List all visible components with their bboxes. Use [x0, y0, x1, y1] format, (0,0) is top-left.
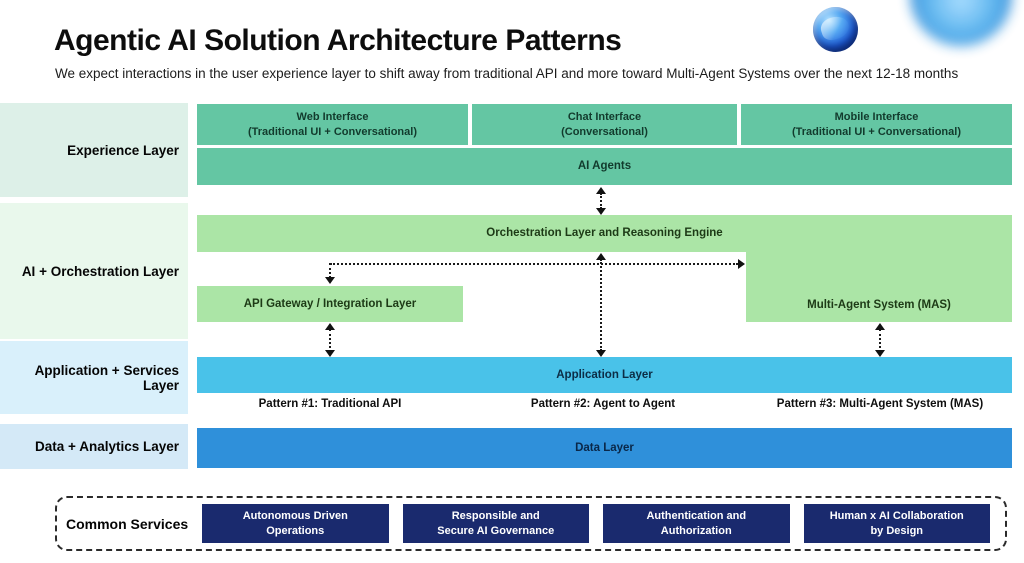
chat-interface-subtitle: (Conversational)	[561, 125, 648, 138]
arrow-agents-orchestration-line	[600, 193, 602, 209]
web-interface-subtitle: (Traditional UI + Conversational)	[247, 125, 417, 138]
arrow-orchestration-application-up-icon	[596, 253, 606, 260]
arrow-orchestration-application-down-icon	[596, 350, 606, 357]
row-label-data-analytics-layer: Data + Analytics Layer	[0, 424, 188, 469]
pattern-1-label: Pattern #1: Traditional API	[258, 398, 402, 410]
autonomous-operations-line1: Autonomous Driven	[242, 510, 348, 523]
authentication-authorization-line2: Authorization	[660, 524, 732, 537]
mobile-interface-title: Mobile Interface	[834, 111, 919, 124]
brand-logo-orb-icon	[813, 7, 858, 52]
box-authentication-authorization: Authentication and Authorization	[603, 504, 790, 543]
row-label-ai-orchestration-layer: AI + Orchestration Layer	[0, 203, 188, 339]
link-orchestration-mas-line	[330, 263, 738, 265]
box-chat-interface: Chat Interface (Conversational)	[472, 104, 737, 145]
arrow-gateway-application-down-icon	[325, 350, 335, 357]
box-web-interface: Web Interface (Traditional UI + Conversa…	[197, 104, 468, 145]
arrow-gateway-application-line	[329, 329, 331, 352]
common-services-label: Common Services	[66, 515, 189, 532]
link-api-gateway-arrowhead-icon	[325, 277, 335, 284]
box-multi-agent-system: Multi-Agent System (MAS)	[746, 252, 1012, 322]
autonomous-operations-line2: Operations	[266, 524, 325, 537]
responsible-governance-line1: Responsible and	[451, 510, 540, 523]
chat-interface-title: Chat Interface	[567, 111, 642, 124]
api-gateway-label: API Gateway / Integration Layer	[243, 297, 417, 310]
arrow-agents-orchestration-down-icon	[596, 208, 606, 215]
arrow-agents-orchestration-up-icon	[596, 187, 606, 194]
data-analytics-layer-label: Data + Analytics Layer	[35, 439, 179, 454]
row-label-application-services-layer: Application + Services Layer	[0, 341, 188, 414]
decorative-blurred-orb	[910, 0, 1012, 46]
pattern-3-label: Pattern #3: Multi-Agent System (MAS)	[776, 398, 984, 410]
arrow-gateway-application-up-icon	[325, 323, 335, 330]
application-layer-label: Application Layer	[556, 368, 653, 381]
pattern-2-label: Pattern #2: Agent to Agent	[530, 398, 676, 410]
link-mas-arrowhead-icon	[738, 259, 745, 269]
arrow-mas-application-down-icon	[875, 350, 885, 357]
experience-layer-label: Experience Layer	[67, 142, 179, 158]
authentication-authorization-line1: Authentication and	[646, 510, 747, 523]
orchestration-engine-label: Orchestration Layer and Reasoning Engine	[486, 227, 723, 240]
box-mobile-interface: Mobile Interface (Traditional UI + Conve…	[741, 104, 1012, 145]
arrow-mas-application-line	[879, 329, 881, 352]
box-data-layer: Data Layer	[197, 428, 1012, 468]
human-ai-collaboration-line2: by Design	[870, 524, 924, 537]
link-api-gateway-stub-line	[329, 263, 331, 278]
common-services-boxes: Autonomous Driven Operations Responsible…	[202, 504, 990, 543]
box-application-layer: Application Layer	[197, 357, 1012, 393]
box-autonomous-operations: Autonomous Driven Operations	[202, 504, 389, 543]
logo-swirl-highlight	[818, 13, 852, 43]
page-title: Agentic AI Solution Architecture Pattern…	[54, 24, 622, 57]
mobile-interface-subtitle: (Traditional UI + Conversational)	[791, 125, 961, 138]
data-layer-label: Data Layer	[575, 441, 634, 454]
web-interface-title: Web Interface	[296, 111, 369, 124]
box-responsible-governance: Responsible and Secure AI Governance	[402, 504, 589, 543]
ai-agents-label: AI Agents	[577, 160, 632, 173]
row-label-experience-layer: Experience Layer	[0, 103, 188, 197]
box-orchestration-engine: Orchestration Layer and Reasoning Engine	[197, 215, 1012, 252]
multi-agent-system-label: Multi-Agent System (MAS)	[807, 299, 951, 312]
arrow-orchestration-application-line	[600, 259, 602, 351]
box-human-ai-collaboration: Human x AI Collaboration by Design	[803, 504, 990, 543]
box-ai-agents: AI Agents	[197, 148, 1012, 185]
page-subtitle: We expect interactions in the user exper…	[55, 66, 959, 81]
box-api-gateway: API Gateway / Integration Layer	[197, 286, 463, 322]
ai-orchestration-layer-label: AI + Orchestration Layer	[21, 263, 179, 279]
application-services-layer-label: Application + Services Layer	[34, 362, 179, 393]
human-ai-collaboration-line1: Human x AI Collaboration	[829, 510, 964, 523]
responsible-governance-line2: Secure AI Governance	[437, 524, 555, 537]
arrow-mas-application-up-icon	[875, 323, 885, 330]
